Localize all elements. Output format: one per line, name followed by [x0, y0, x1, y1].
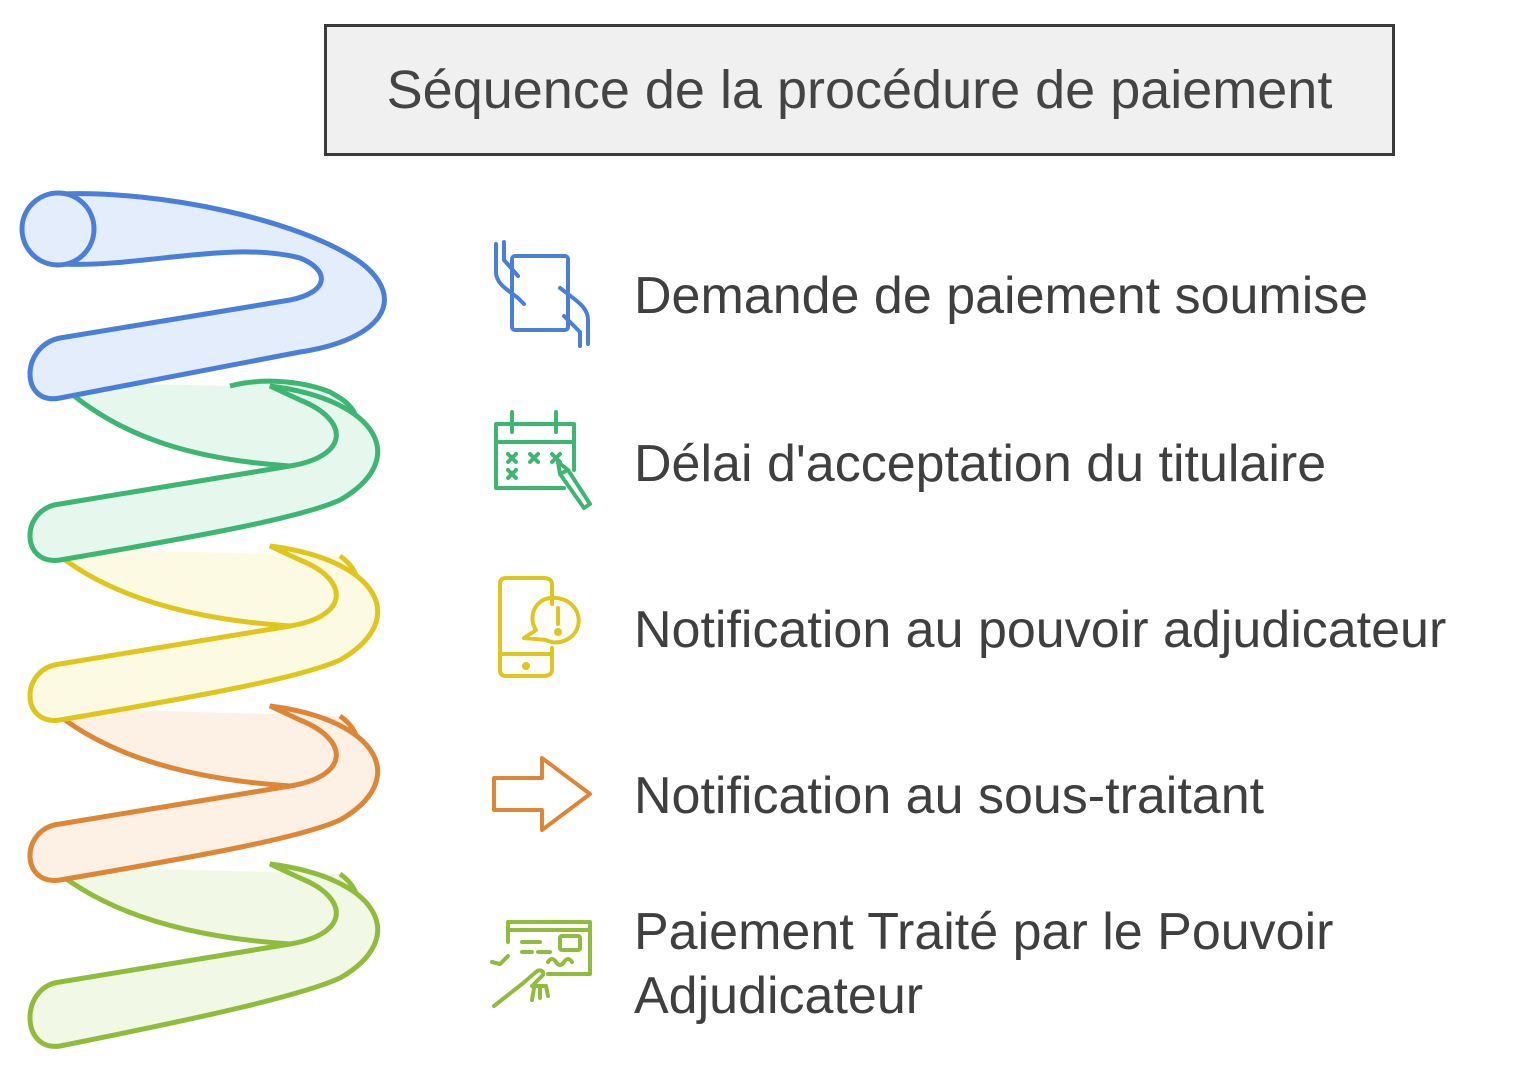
step-label-notification-sous-traitant: Notification au sous-traitant — [634, 767, 1265, 825]
coil-front-orange — [27, 703, 381, 883]
coil-front-yellow — [27, 543, 381, 723]
phone-alert-icon — [498, 576, 581, 678]
step-label-paiement-traite: Paiement Traité par le Pouvoir Adjudicat… — [634, 903, 1334, 1025]
coil-end-blue — [19, 190, 97, 268]
coil-front-lime — [27, 861, 381, 1049]
step-label-delai: Délai d'acceptation du titulaire — [634, 435, 1327, 493]
step-label-demande: Demande de paiement soumise — [634, 267, 1369, 325]
spiral-coil — [19, 190, 387, 1049]
step-label-notification-pouvoir: Notification au pouvoir adjudicateur — [634, 601, 1447, 659]
diagram-title: Séquence de la procédure de paiement — [386, 60, 1333, 120]
calendar-pen-icon — [494, 410, 592, 510]
tablet-hands-icon — [494, 240, 590, 348]
coil-front-blue — [27, 191, 387, 402]
coil-front-green — [27, 383, 381, 563]
arrow-right-icon — [492, 756, 592, 832]
title-box: Séquence de la procédure de paiement — [324, 24, 1395, 156]
card-hand-icon — [490, 920, 592, 1008]
